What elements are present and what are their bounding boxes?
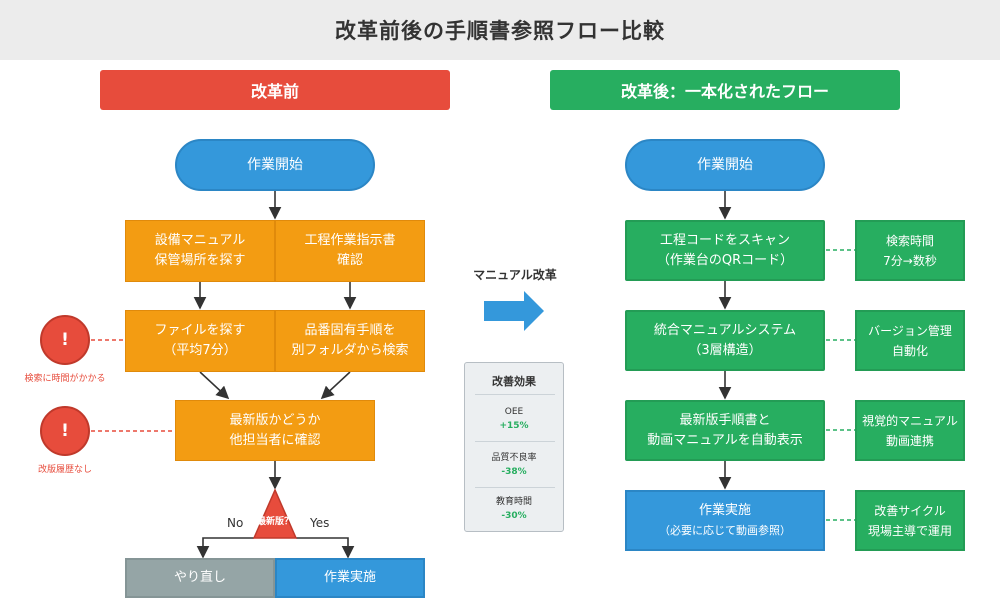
reform-arrow-shape [484,291,544,331]
box-line: 品番固有手順を [304,323,396,338]
box-line: 最新版手順書と [679,412,771,428]
box-line: 別フォルダから検索 [291,343,409,358]
box-line: 作業実施 [698,502,751,518]
effect-name: 教育時間 [495,497,532,507]
before-box-work-instruction: 工程作業指示書 確認 [275,220,425,282]
box-line: 工程作業指示書 [304,233,396,248]
before-start-label: 作業開始 [247,157,303,173]
divider [475,487,555,488]
box-line: 動画マニュアルを自動表示 [647,432,803,448]
before-box-equipment-manual: 設備マニュアル 保管場所を探す [125,220,275,282]
box-line: （平均7分） [163,343,237,358]
box-line: ファイルを探す [154,323,246,338]
box-line: （3層構造） [688,342,762,358]
decision-yes-label: Yes [310,516,330,530]
box-line: （作業台のQRコード） [656,252,794,268]
after-step-scan: 工程コードをスキャン （作業台のQRコード） [625,220,825,281]
arrow-decision-no [196,537,254,559]
arrow-box3-to-box5 [199,371,230,400]
box-line: 自動化 [891,343,928,358]
after-step-execute: 作業実施 （必要に応じて動画参照） [625,490,825,551]
divider [475,441,555,442]
box-line: 7分→数秒 [883,253,937,268]
reform-label: マニュアル改革 [473,268,557,282]
after-header: 改革後：一本化されたフロー [550,70,900,110]
box-line: 視覚的マニュアル [862,413,958,428]
effect-item: OEE +15% [465,405,563,433]
box-line: バージョン管理 [868,323,952,338]
box-line: やり直し [173,570,226,585]
effect-title: 改善効果 [492,375,536,388]
effect-value: +15% [499,421,529,431]
before-box-confirm-latest: 最新版かどうか 他担当者に確認 [175,400,375,461]
decision-no-label: No [227,516,244,530]
warning-icon: ! [40,406,90,456]
box-line: 確認 [336,253,363,268]
box-line: 現場主導で運用 [867,523,952,538]
divider [475,394,555,395]
decision-shape [252,488,298,539]
effect-item: 品質不良率 -38% [465,451,563,479]
decision-label: 最新版？ [256,517,293,527]
arrow-box4-to-box5 [320,371,351,400]
after-side-search-time: 検索時間 7分→数秒 [855,220,965,281]
arrow-decision-yes [296,537,355,559]
box-line: 他担当者に確認 [229,432,321,448]
before-redo-box: やり直し [125,558,275,598]
effect-value: -30% [501,511,527,521]
box-line: 検索時間 [885,233,934,248]
effect-item: 教育時間 -30% [465,495,563,523]
box-line: （必要に応じて動画参照） [659,523,791,537]
page-title: 改革前後の手順書参照フロー比較 [0,0,1000,60]
box-line: 改善サイクル [874,503,946,518]
warning2-label: 改版履歴なし [37,465,92,475]
before-header: 改革前 [100,70,450,110]
warning1-label: 検索に時間がかかる [24,374,106,384]
box-line: 工程コードをスキャン [659,232,790,248]
effect-value: -38% [501,467,527,477]
warning-icon: ! [40,315,90,365]
effect-panel: 改善効果 OEE +15% 品質不良率 -38% 教育時間 -30% [464,362,564,532]
before-start-node: 作業開始 [175,139,375,191]
box-line: 最新版かどうか [229,412,321,428]
after-side-improvement: 改善サイクル 現場主導で運用 [855,490,965,551]
after-start-node: 作業開始 [625,139,825,191]
box-line: 動画連携 [885,433,934,448]
box-line: 作業実施 [323,570,376,585]
after-step-display: 最新版手順書と 動画マニュアルを自動表示 [625,400,825,461]
after-step-system: 統合マニュアルシステム （3層構造） [625,310,825,371]
effect-name: OEE [504,407,524,417]
box-line: 統合マニュアルシステム [653,322,797,338]
before-execute-box: 作業実施 [275,558,425,598]
after-side-version: バージョン管理 自動化 [855,310,965,371]
after-start-label: 作業開始 [697,157,753,173]
effect-name: 品質不良率 [491,453,537,463]
before-box-find-file: ファイルを探す （平均7分） [125,310,275,372]
box-line: 保管場所を探す [154,253,246,268]
after-side-visual: 視覚的マニュアル 動画連携 [855,400,965,461]
box-line: 設備マニュアル [154,233,246,248]
before-box-part-procedure: 品番固有手順を 別フォルダから検索 [275,310,425,372]
